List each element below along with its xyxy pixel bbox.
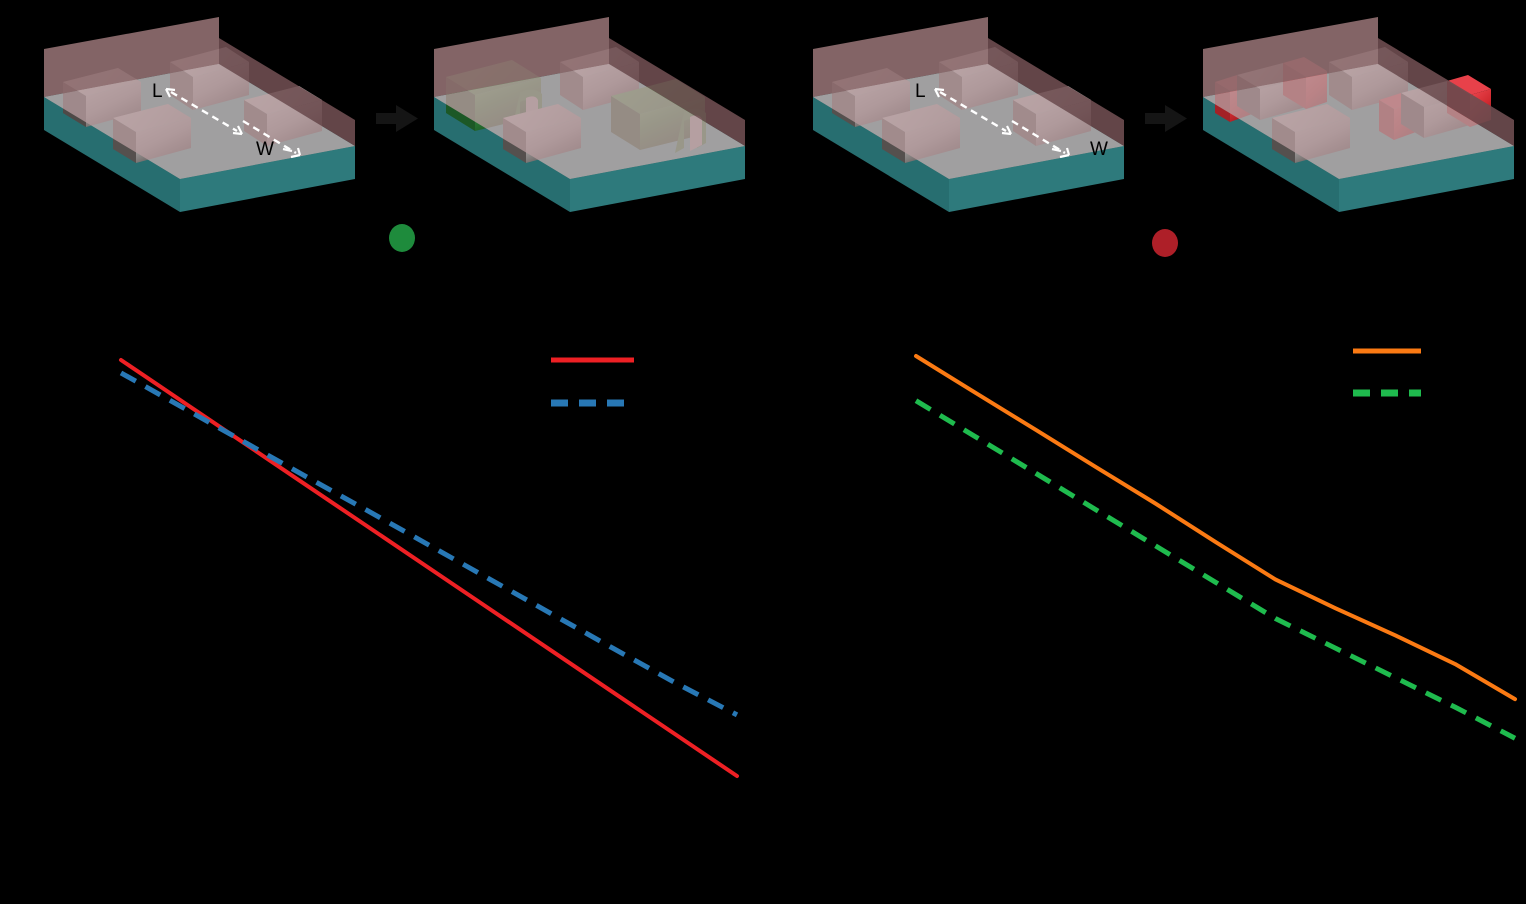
schematic-left-after xyxy=(434,17,745,212)
substrate-front-face xyxy=(570,146,745,212)
schematic-panel-left: L W xyxy=(0,0,763,300)
chart-left-background xyxy=(0,300,763,904)
indicator-dot-green xyxy=(389,224,415,252)
substrate-front-face xyxy=(180,146,355,212)
schematic-right-svg xyxy=(813,17,1514,257)
chart-right-background xyxy=(763,300,1526,904)
dimension-arrow-W-heads xyxy=(282,147,302,159)
pink-overlay-slab xyxy=(434,17,745,179)
substrate-front-face xyxy=(1339,146,1514,212)
label-W-left: W xyxy=(256,139,274,160)
pink-overlay-slab xyxy=(44,17,355,179)
chart-left-svg xyxy=(0,300,763,904)
schematic-panel-right: L W xyxy=(763,0,1526,300)
chart-left-series-1 xyxy=(119,370,739,718)
process-arrow-right xyxy=(1145,105,1187,132)
dimension-arrow-L-heads xyxy=(165,87,243,136)
schematic-right-before xyxy=(813,17,1124,212)
schematic-left-before xyxy=(44,17,355,212)
schematic-right-after xyxy=(1203,17,1514,212)
pink-overlay-slab xyxy=(1203,17,1514,179)
chart-right-series-0 xyxy=(914,354,1517,702)
substrate-left-face xyxy=(1203,97,1339,212)
dimension-arrow-W-heads xyxy=(1051,147,1071,159)
dimension-arrow-L xyxy=(170,90,238,133)
label-L-right: L xyxy=(915,81,926,102)
dimension-arrow-L-heads xyxy=(934,87,1012,136)
indicator-dot-red xyxy=(1152,229,1178,257)
substrate-front-face xyxy=(949,146,1124,212)
chart-panel-right xyxy=(763,300,1526,904)
label-W-right: W xyxy=(1090,139,1108,160)
dimension-arrow-L xyxy=(939,90,1007,133)
dimension-arrow-W xyxy=(1011,119,1066,155)
chart-right-series-1 xyxy=(914,398,1517,741)
substrate-left-face xyxy=(44,97,180,212)
schematic-left-svg xyxy=(44,17,745,252)
substrate-left-face xyxy=(813,97,949,212)
pink-overlay-slab xyxy=(813,17,1124,179)
chart-panel-left xyxy=(0,300,763,904)
chart-right-svg xyxy=(763,300,1526,904)
dimension-arrow-W xyxy=(242,119,297,155)
process-arrow-left xyxy=(376,105,418,132)
label-L-left: L xyxy=(152,81,163,102)
